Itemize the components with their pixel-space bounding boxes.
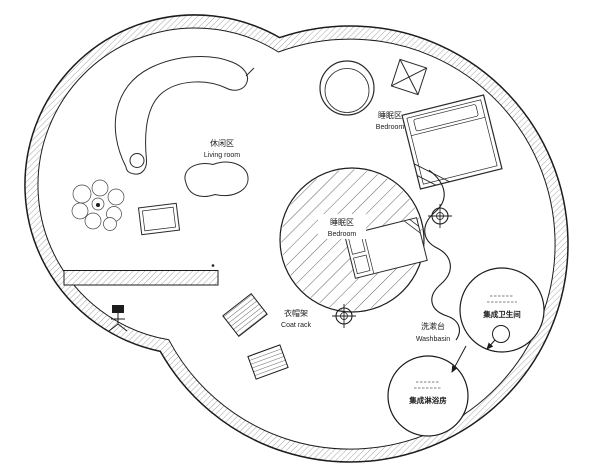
side-table [137, 202, 181, 236]
exterior-wall-outer-line [24, 14, 569, 463]
bedroom-center-label-bg [318, 214, 366, 239]
plant-icon [71, 179, 125, 231]
exterior-wall-hatch [24, 14, 568, 462]
living-room-label-en: Living room [204, 152, 240, 159]
central-bedroom: 睡眠区 Bedroom [279, 167, 428, 313]
shower-pod-label: 集成淋浴房 [408, 395, 447, 405]
direction-arrow-icon [451, 345, 467, 373]
bedroom-upper-label-zh: 睡眠区 [378, 111, 402, 120]
bathroom-pod-label: 集成卫生间 [482, 309, 521, 319]
round-mirror-icon [486, 325, 510, 350]
washbasin-label-zh: 洗漱台 [421, 321, 445, 331]
curved-sofa [114, 55, 255, 175]
bedroom-upper-label-en: Bedroom [376, 124, 405, 131]
partition-wall [63, 270, 219, 286]
exterior-wall-inner-line [37, 27, 556, 450]
circle-cross-icon [428, 204, 452, 228]
crossed-square-icon [390, 58, 428, 96]
shower-pod: 集成淋浴房 [387, 355, 469, 437]
bed-upper [401, 94, 503, 190]
coat-rack-label-zh: 衣帽架 [284, 308, 308, 318]
bedroom-center-label-zh: 睡眠区 [330, 218, 354, 227]
bedroom-center-label-en: Bedroom [328, 231, 357, 238]
living-room-label-zh: 休闲区 [210, 138, 234, 148]
coat-rack-shelf [222, 292, 268, 338]
organic-coffee-table [184, 161, 249, 197]
door-symbol-icon [108, 305, 128, 332]
coat-rack-label-en: Coat rack [281, 322, 311, 329]
coat-rack-shelf [247, 344, 289, 380]
wall-end-dot [211, 264, 215, 267]
bathroom-pod: 集成卫生间 [459, 267, 545, 353]
washbasin-label-en: Washbasin [416, 336, 450, 343]
round-table [319, 60, 375, 116]
circle-cross-icon [332, 304, 356, 328]
curtain-wavy-line [424, 169, 460, 341]
